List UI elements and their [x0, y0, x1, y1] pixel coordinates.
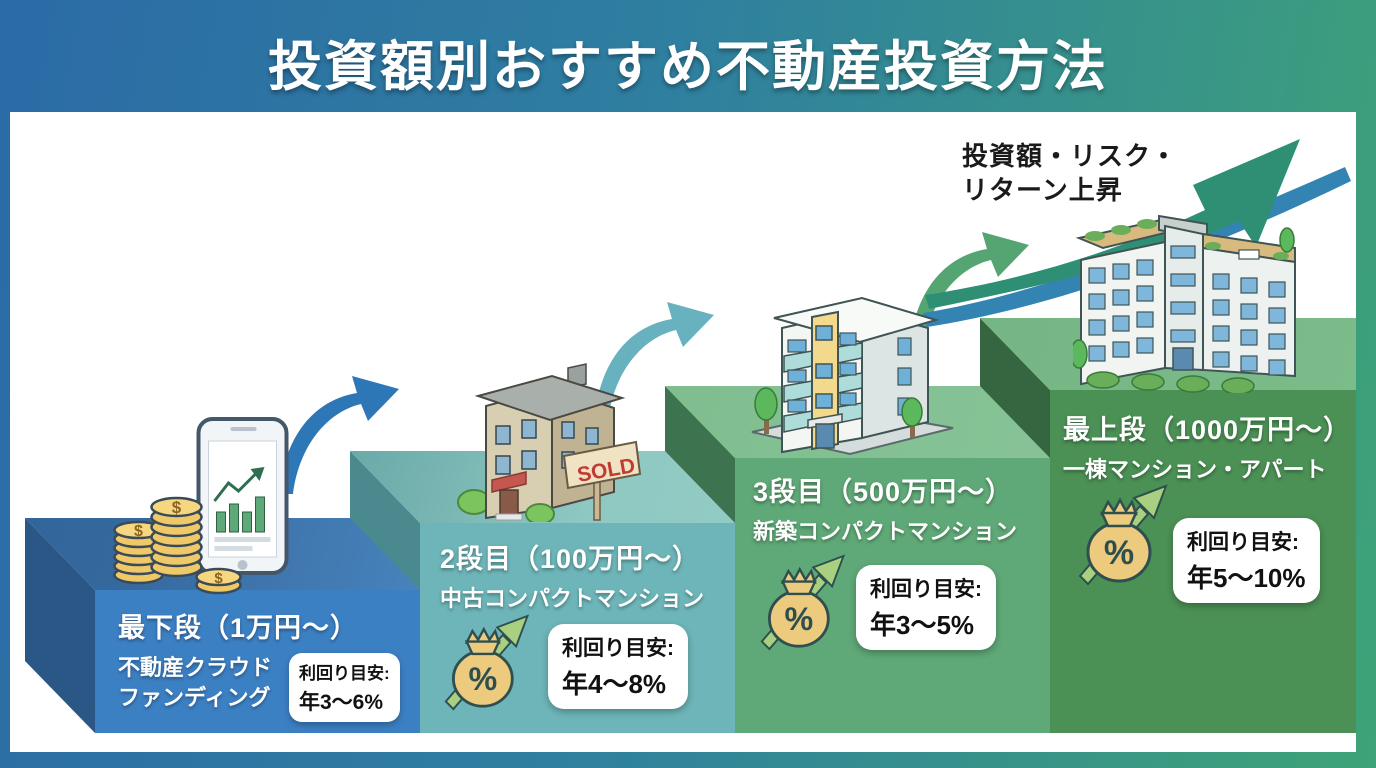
- step-2-yield-badge: 利回り目安: 年4〜8%: [548, 624, 688, 709]
- svg-text:%: %: [1104, 534, 1134, 572]
- step-2-method: 中古コンパクトマンション: [440, 586, 705, 611]
- money-bag-icon: %: [1078, 484, 1168, 586]
- step-4-yield-badge: 利回り目安: 年5〜10%: [1173, 518, 1320, 603]
- step-1-yield-badge: 利回り目安: 年3〜6%: [289, 653, 400, 722]
- apartment-complex-illustration: [1073, 214, 1296, 393]
- risk-return-annotation: 投資額・リスク・ リターン上昇: [962, 140, 1177, 208]
- diagram-panel: 投資額・リスク・ リターン上昇 $: [10, 112, 1356, 752]
- step-2-label-group: 2段目（100万円〜） 中古コンパクトマンション: [440, 537, 704, 614]
- step-1-label-group: 最下段（1万円〜） 不動産クラウド ファンディング: [118, 606, 358, 712]
- big-growth-arrow-icon: [923, 139, 1351, 327]
- money-bag-icon: %: [444, 614, 530, 711]
- smartphone-chart-icon: [196, 417, 289, 575]
- curved-arrow-icon-3: [909, 232, 1029, 350]
- annotation-line-2: リターン上昇: [962, 174, 1123, 205]
- used-building-sold-illustration: SOLD: [457, 363, 642, 522]
- money-bag-icon: %: [760, 554, 846, 651]
- page-title: 投資額別おすすめ不動産投資方法: [268, 37, 1108, 97]
- curved-arrow-icon-1: [279, 376, 399, 494]
- step-1-title: 最下段（1万円〜）: [118, 613, 359, 643]
- step-4-label-group: 最上段（1000万円〜） 一棟マンション・アパート: [1063, 408, 1351, 485]
- step-3-title: 3段目（500万円〜）: [753, 477, 1014, 507]
- annotation-line-1: 投資額・リスク・: [962, 141, 1178, 171]
- step-3-yield-badge: 利回り目安: 年3〜5%: [856, 565, 996, 650]
- step-3-label-group: 3段目（500万円〜） 新築コンパクトマンション: [753, 470, 1017, 547]
- step-3-method: 新築コンパクトマンション: [753, 519, 1018, 544]
- svg-text:$: $: [214, 570, 223, 587]
- svg-text:%: %: [784, 601, 813, 637]
- curved-arrow-icon-2: [594, 302, 714, 420]
- step-1-method: 不動産クラウド ファンディング: [118, 655, 273, 710]
- new-compact-building-illustration: [751, 296, 954, 456]
- svg-text:%: %: [468, 661, 497, 697]
- step-4-method: 一棟マンション・アパート: [1063, 457, 1327, 482]
- coin-stacks-icon: $ $ $: [113, 496, 242, 595]
- svg-text:$: $: [134, 523, 143, 540]
- step-2-title: 2段目（100万円〜）: [440, 544, 701, 574]
- svg-text:$: $: [172, 498, 182, 517]
- title-bar: 投資額別おすすめ不動産投資方法: [0, 0, 1376, 112]
- coins-and-phone-illustration: $ $ $: [113, 417, 289, 595]
- step-4-title: 最上段（1000万円〜）: [1063, 415, 1352, 445]
